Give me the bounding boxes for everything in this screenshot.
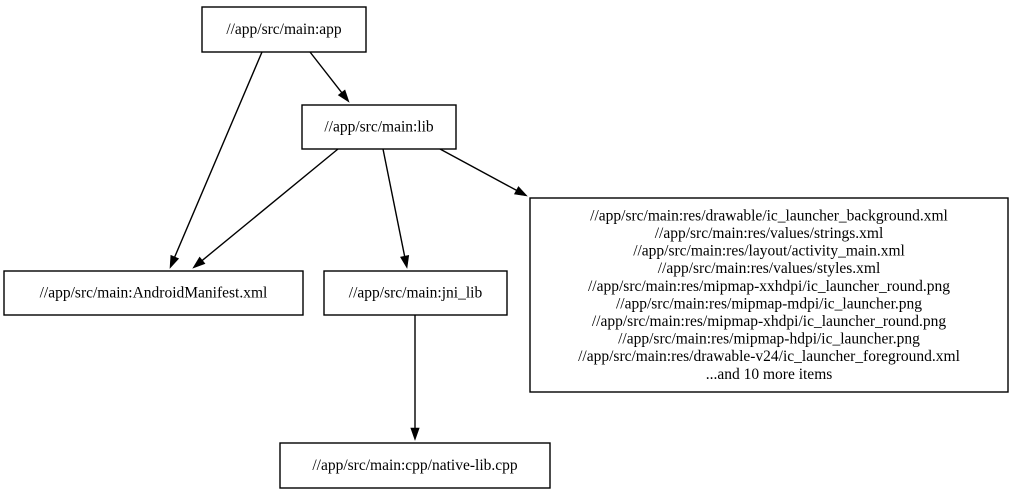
node-label-line: //app/src/main:res/drawable/ic_launcher_… — [590, 207, 948, 224]
node-label-line: //app/src/main:res/mipmap-mdpi/ic_launch… — [616, 295, 922, 312]
node-label-line: //app/src/main:res/values/styles.xml — [658, 260, 881, 277]
edge-line — [309, 51, 344, 95]
node-box-native_lib[interactable] — [279, 442, 551, 489]
node-jni_lib[interactable]: //app/src/main:jni_lib — [323, 270, 508, 316]
edge-jni_lib-to-native_lib — [410, 315, 420, 441]
node-box-lib[interactable] — [301, 104, 457, 150]
edges-layer — [169, 51, 528, 441]
node-label-jni_lib: //app/src/main:jni_lib — [349, 285, 483, 302]
edge-arrowhead — [410, 427, 420, 441]
node-box-manifest[interactable] — [3, 270, 304, 316]
node-label-line: //app/src/main:res/layout/activity_main.… — [633, 243, 905, 260]
node-label-line: ...and 10 more items — [706, 366, 833, 383]
node-label-lib: //app/src/main:lib — [324, 119, 434, 136]
edge-arrowhead — [192, 256, 206, 269]
node-label-line: //app/src/main:res/mipmap-xxhdpi/ic_laun… — [588, 278, 950, 295]
node-native_lib[interactable]: //app/src/main:cpp/native-lib.cpp — [279, 442, 551, 489]
edge-lib-to-manifest — [192, 148, 339, 269]
edge-line — [439, 148, 519, 192]
node-label-manifest: //app/src/main:AndroidManifest.xml — [40, 285, 268, 302]
node-label-native_lib: //app/src/main:cpp/native-lib.cpp — [312, 457, 518, 474]
node-lib[interactable]: //app/src/main:lib — [301, 104, 457, 150]
node-label-line: //app/src/main:res/drawable-v24/ic_launc… — [578, 348, 960, 365]
edge-app-to-lib — [309, 51, 350, 103]
node-manifest[interactable]: //app/src/main:AndroidManifest.xml — [3, 270, 304, 316]
node-label-line: //app/src/main:res/mipmap-xhdpi/ic_launc… — [592, 313, 947, 330]
node-label-app: //app/src/main:app — [226, 21, 342, 38]
edge-line — [200, 148, 339, 263]
node-label-line: //app/src/main:res/mipmap-hdpi/ic_launch… — [618, 331, 920, 348]
edge-line — [382, 148, 406, 259]
node-label-line: //app/src/main:res/values/strings.xml — [655, 225, 884, 242]
node-res[interactable]: //app/src/main:res/drawable/ic_launcher_… — [529, 197, 1009, 393]
edge-lib-to-res — [439, 148, 528, 197]
node-box-app[interactable] — [201, 6, 367, 53]
edge-lib-to-jni_lib — [382, 148, 410, 269]
nodes-layer: //app/src/main:app //app/src/main:lib //ap… — [3, 6, 1009, 489]
edge-arrowhead — [337, 89, 350, 103]
edge-arrowhead — [169, 254, 180, 269]
node-box-res[interactable] — [529, 197, 1009, 393]
node-app[interactable]: //app/src/main:app — [201, 6, 367, 53]
edge-app-to-manifest — [169, 51, 263, 269]
edge-line — [173, 51, 263, 260]
node-box-jni_lib[interactable] — [323, 270, 508, 316]
edge-arrowhead — [400, 255, 410, 269]
edge-arrowhead — [513, 186, 528, 197]
